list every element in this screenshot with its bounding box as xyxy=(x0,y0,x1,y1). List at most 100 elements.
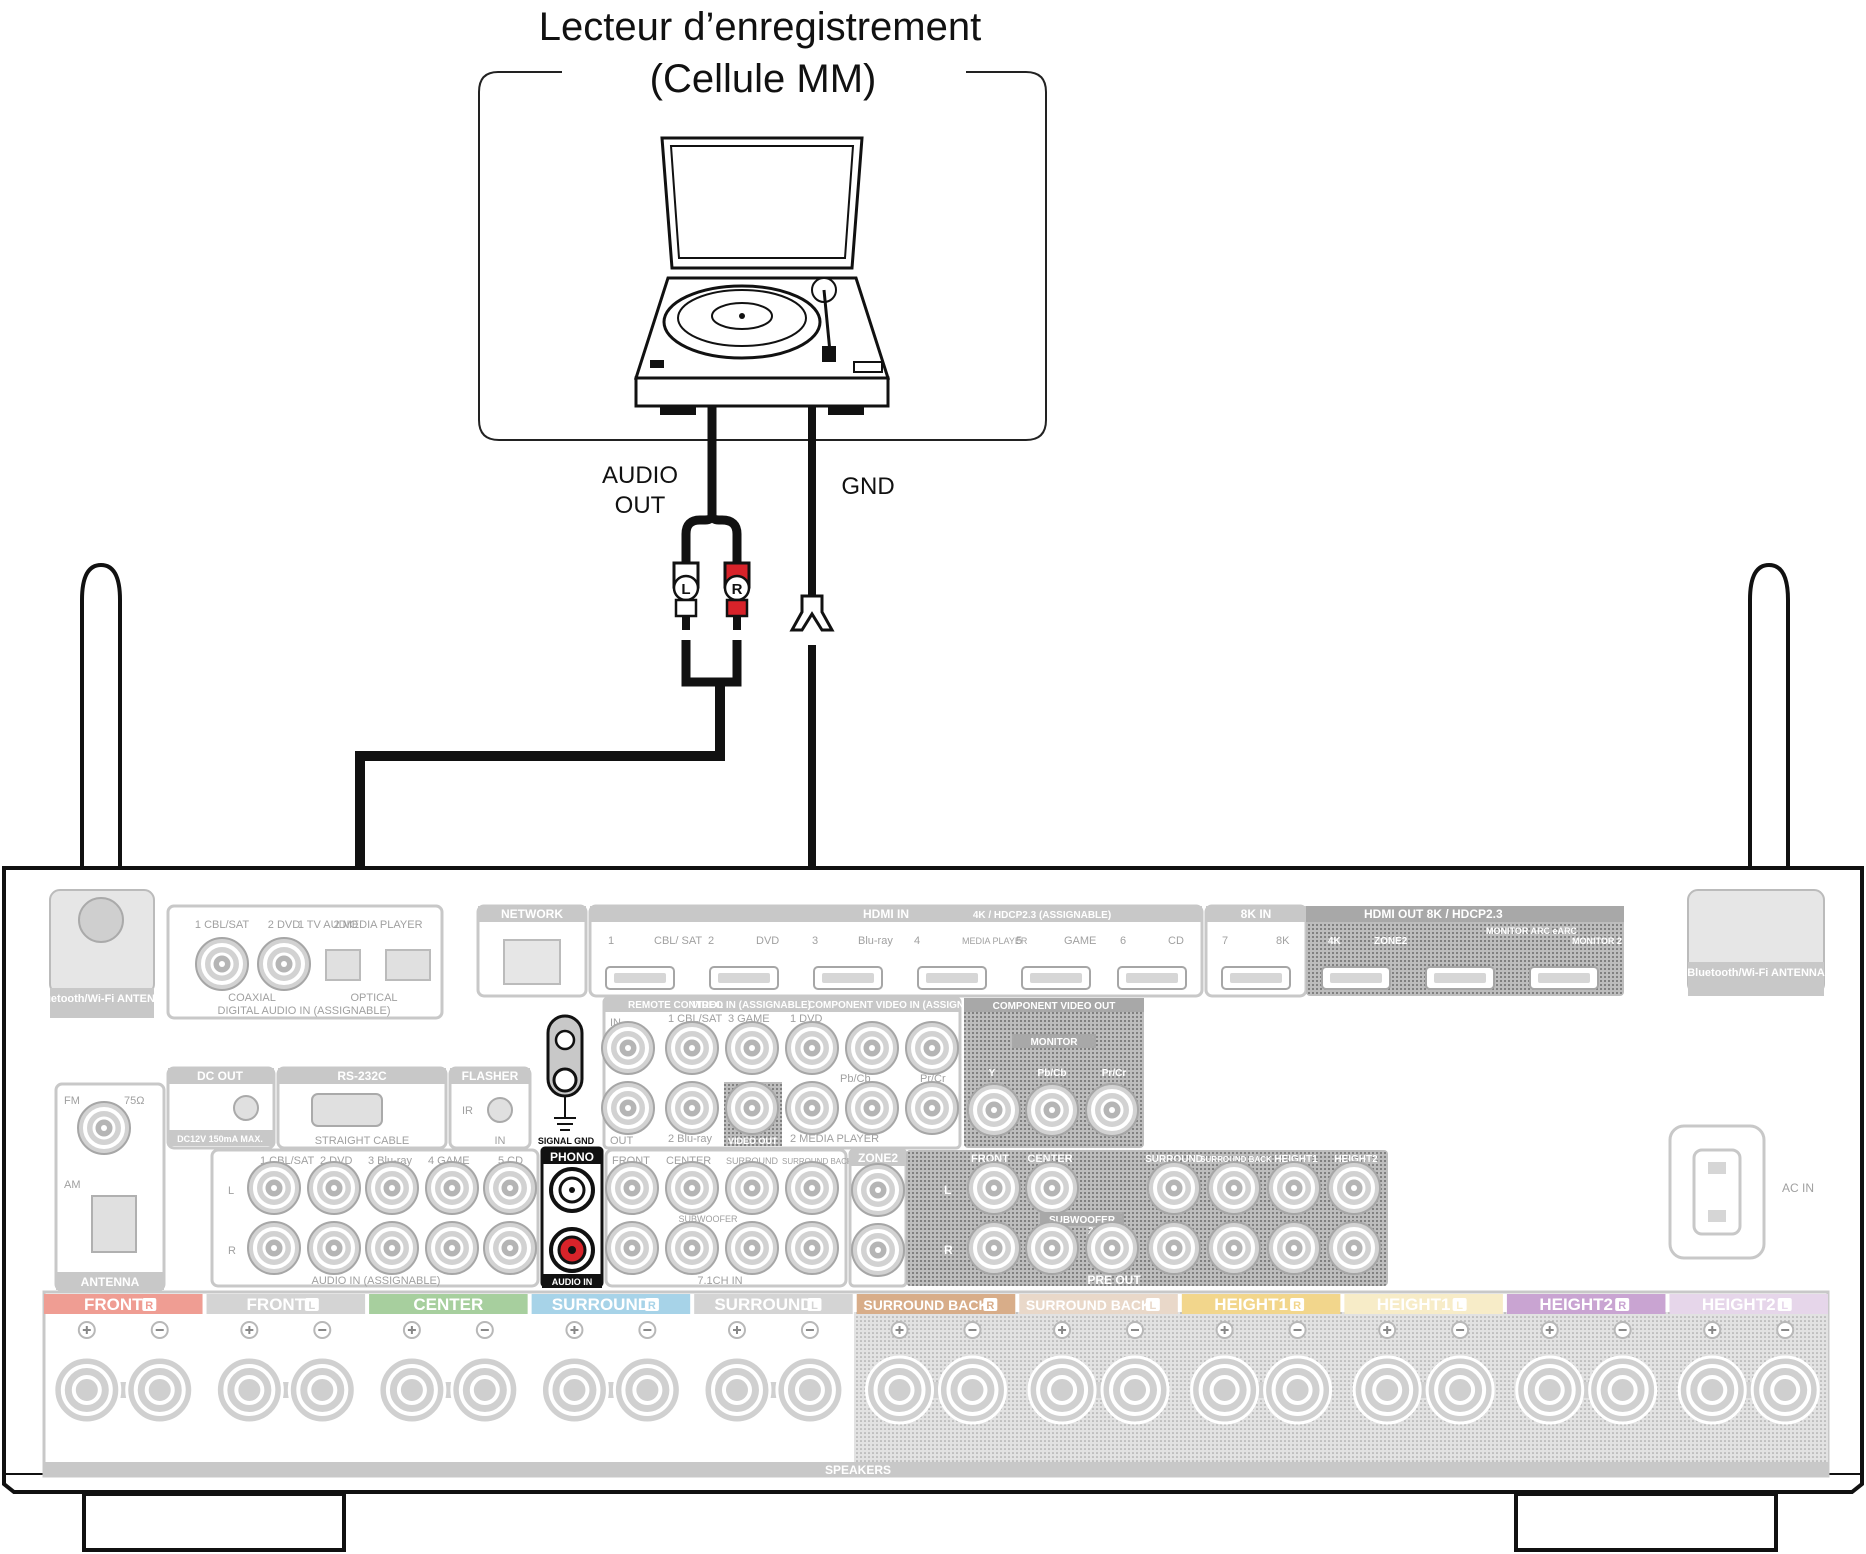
terminal-positive[interactable] xyxy=(864,1321,935,1425)
audio-out-label: AUDIO xyxy=(602,462,678,489)
speaker-header xyxy=(369,1294,528,1314)
speaker-label: SURROUND xyxy=(714,1295,812,1314)
device-subtitle: (Cellule MM) xyxy=(650,57,877,101)
hdmi-in-4: 4 xyxy=(914,935,920,947)
terminal-positive[interactable] xyxy=(1352,1321,1423,1425)
hdmi-in-3: 3 xyxy=(812,935,818,947)
terminal-positive[interactable] xyxy=(214,1321,285,1425)
fm-ohm-label: 75Ω xyxy=(124,1095,144,1107)
channel-badge xyxy=(142,1298,157,1311)
pre-out-height1: HEIGHT1 xyxy=(1274,1154,1318,1165)
channel-badge-text: R xyxy=(1618,1300,1626,1312)
speakers-label: SPEAKERS xyxy=(825,1463,891,1477)
terminal-sign xyxy=(732,1326,741,1334)
speaker-label: SURROUND xyxy=(552,1295,650,1314)
fm-am-antenna-section: FM 75Ω AM ANTENNA xyxy=(54,1082,166,1292)
monitor-label: MONITOR xyxy=(1030,1037,1078,1048)
terminal-sign xyxy=(1383,1326,1392,1334)
terminal-positive[interactable] xyxy=(1514,1321,1585,1425)
terminal-positive[interactable] xyxy=(1027,1321,1098,1425)
digital-in-1: 1 CBL/SAT xyxy=(195,919,249,931)
channel-badge-text: L xyxy=(1149,1300,1156,1312)
hdmi-in-1: 1 xyxy=(608,935,614,947)
terminal-positive[interactable] xyxy=(1189,1321,1260,1425)
video-in-label: VIDEO IN (ASSIGNABLE) xyxy=(692,1000,811,1011)
audio-in-r-label: R xyxy=(228,1245,236,1257)
foot-right xyxy=(1514,1492,1778,1552)
antenna-right-label: Bluetooth/Wi-Fi ANTENNA xyxy=(1687,967,1825,979)
terminal-negative[interactable] xyxy=(1750,1321,1821,1425)
network-label: NETWORK xyxy=(501,907,563,921)
ch71-subwoofer: SUBWOOFER xyxy=(678,1214,738,1224)
terminal-negative[interactable] xyxy=(1100,1321,1171,1425)
terminal-negative[interactable] xyxy=(1587,1321,1658,1425)
hdmi-in-2: 2 xyxy=(708,935,714,947)
digital-in-2: 2 DVD xyxy=(268,919,300,931)
channel-badge xyxy=(1452,1298,1467,1311)
terminal-negative[interactable] xyxy=(774,1321,845,1425)
terminal-negative[interactable] xyxy=(1262,1321,1333,1425)
zone2-label: ZONE2 xyxy=(858,1151,898,1165)
hdmi-out-label: HDMI OUT 8K / HDCP2.3 xyxy=(1364,907,1503,921)
audio-out-label-line2: OUT xyxy=(615,492,666,519)
terminal-positive[interactable] xyxy=(539,1321,610,1425)
hdmi-out-zone2: ZONE2 xyxy=(1374,936,1408,947)
ac-in-label: AC IN xyxy=(1782,1181,1814,1195)
terminal-sign xyxy=(1058,1326,1067,1334)
hdmi-out-section: HDMI OUT 8K / HDCP2.3 4K ZONE2 MONITOR A… xyxy=(1306,906,1624,996)
flasher-in-label: IN xyxy=(495,1135,506,1147)
terminal-positive[interactable] xyxy=(1677,1321,1748,1425)
channel-badge-text: L xyxy=(308,1300,315,1312)
antenna-right xyxy=(1748,562,1790,910)
fm-label: FM xyxy=(64,1095,80,1107)
channel-badge xyxy=(983,1298,998,1311)
terminal-sign xyxy=(82,1326,91,1334)
channel-badge xyxy=(1615,1298,1630,1311)
phono-jack-left[interactable] xyxy=(549,1167,595,1213)
video-in-2: 2 Blu-ray xyxy=(668,1133,713,1145)
dc-out-section: DC OUT DC12V 150mA MAX. xyxy=(166,1066,276,1150)
speaker-label: HEIGHT1 xyxy=(1214,1295,1288,1314)
terminal-negative[interactable] xyxy=(937,1321,1008,1425)
flasher-ir-label: IR xyxy=(462,1105,473,1117)
hdmi-in-label: HDMI IN xyxy=(863,907,909,921)
phono-jack-right[interactable] xyxy=(549,1227,595,1273)
terminal-positive[interactable] xyxy=(376,1321,447,1425)
rs232c-section: RS-232C STRAIGHT CABLE xyxy=(276,1066,448,1150)
hdmi-in-5: 5 xyxy=(1016,935,1022,947)
foot-left xyxy=(82,1492,346,1552)
channel-badge xyxy=(644,1298,659,1311)
hdmi-in-6-name: CD xyxy=(1168,935,1184,947)
audio-in-section: 1 CBL/SAT 2 DVD 3 Blu-ray 4 GAME 5 CD L … xyxy=(210,1148,540,1288)
terminal-positive[interactable] xyxy=(51,1321,122,1425)
pre-out-l-label: L xyxy=(944,1183,951,1197)
terminal-positive[interactable] xyxy=(701,1321,772,1425)
antenna-base-right: Bluetooth/Wi-Fi ANTENNA xyxy=(1687,889,1825,996)
optical-label: OPTICAL xyxy=(350,992,397,1004)
terminal-negative[interactable] xyxy=(124,1321,195,1425)
hdmi-in-4-name: MEDIA PLAYER xyxy=(962,936,1028,946)
plug-right-label: R xyxy=(732,581,743,598)
speaker-header xyxy=(856,1294,1016,1314)
hdmi-8k-in-section: 8K IN 7 8K xyxy=(1204,904,1308,998)
phono-input[interactable]: PHONO AUDIO IN xyxy=(540,1146,604,1288)
speaker-header xyxy=(1019,1294,1178,1314)
hdmi-8k-in-7: 7 xyxy=(1222,935,1228,947)
channel-badge-text: R xyxy=(648,1300,656,1312)
terminal-negative[interactable] xyxy=(1425,1321,1496,1425)
signal-gnd-terminal: SIGNAL GND xyxy=(538,1014,595,1146)
am-label: AM xyxy=(64,1179,81,1191)
terminal-negative[interactable] xyxy=(612,1321,683,1425)
terminal-negative[interactable] xyxy=(449,1321,520,1425)
audio-in-l-label: L xyxy=(228,1185,234,1197)
flasher-label: FLASHER xyxy=(462,1069,519,1083)
hdmi-out-monitor-arc: MONITOR ARC eARC xyxy=(1486,926,1578,936)
video-in-1: 1 CBL/SAT xyxy=(668,1013,722,1025)
terminal-negative[interactable] xyxy=(287,1321,358,1425)
straight-cable-label: STRAIGHT CABLE xyxy=(315,1135,410,1147)
pre-out-surround: SURROUND xyxy=(1145,1154,1203,1165)
